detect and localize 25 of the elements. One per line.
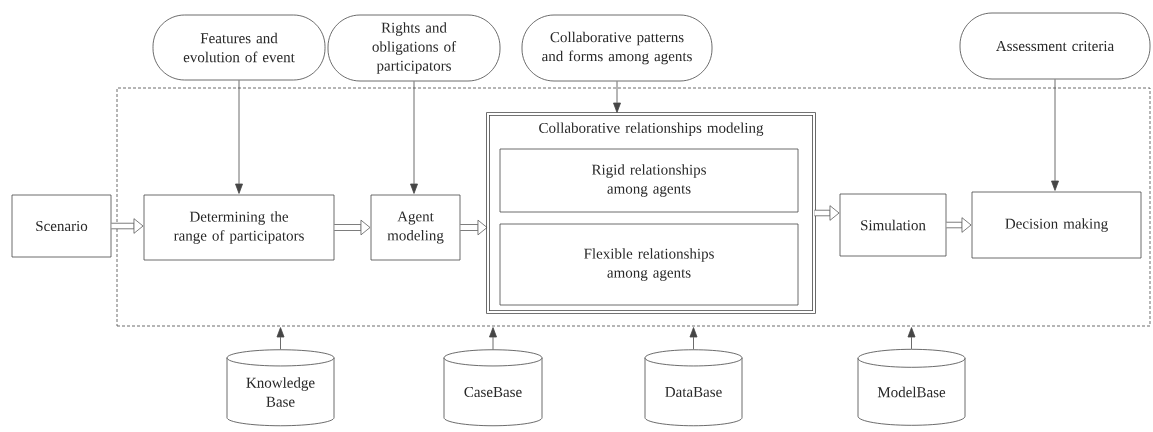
arrow (907, 327, 916, 350)
arrow (410, 81, 418, 194)
arrow (689, 327, 698, 350)
arrow (489, 327, 497, 350)
process-box: Decision making (971, 191, 1142, 259)
process-box: Rigid relationships among agents (499, 148, 799, 213)
database-cylinder: Knowledge Base (226, 349, 335, 427)
process-box: Scenario (11, 194, 112, 258)
hollow-arrow (460, 219, 488, 236)
database-cylinder: DataBase (644, 349, 743, 427)
process-box: Determining the range of participators (143, 194, 335, 261)
arrow (613, 81, 621, 113)
hollow-arrow (334, 219, 371, 236)
arrow (1051, 79, 1059, 191)
arrow (276, 327, 285, 350)
hollow-arrow (946, 217, 972, 233)
database-cylinder: CaseBase (443, 349, 543, 427)
hollow-arrow (814, 205, 840, 221)
process-box: Flexible relationships among agents (499, 223, 799, 306)
process-box: Agent modeling (370, 194, 461, 261)
process-box: Simulation (839, 193, 947, 257)
database-cylinder: ModelBase (857, 348, 966, 426)
arrow (235, 80, 243, 194)
dashed-boundary (116, 87, 1151, 327)
hollow-arrow (111, 218, 144, 234)
